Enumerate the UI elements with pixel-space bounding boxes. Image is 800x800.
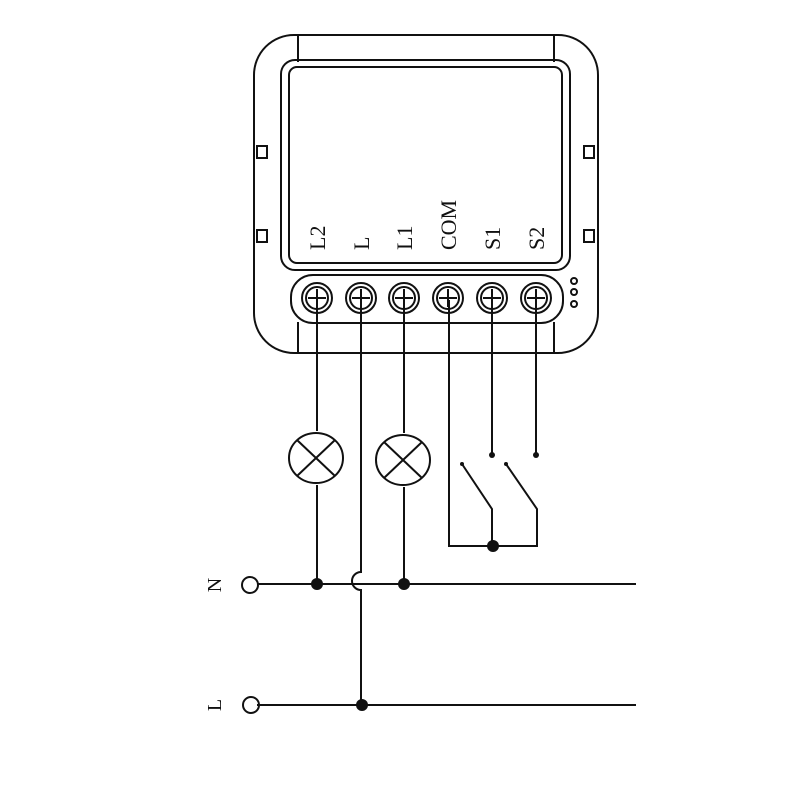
switch-module: [253, 34, 599, 354]
module-outer-housing: [253, 34, 599, 354]
lamp-2-icon: [375, 434, 431, 486]
terminal-label-s1: S1: [480, 227, 505, 250]
terminal-label-l2: L2: [305, 226, 330, 250]
terminal-label-l1: L1: [392, 226, 417, 250]
wires: [241, 300, 636, 714]
neutral-terminal: [241, 576, 259, 594]
terminal-label-l: L: [349, 237, 374, 250]
live-terminal: [242, 696, 260, 714]
terminal-label-com: COM: [436, 200, 461, 250]
terminal-block: [290, 274, 564, 324]
lamp-1-icon: [288, 432, 344, 484]
neutral-label: N: [204, 578, 226, 592]
terminal-screw-s1: [476, 282, 508, 314]
live-label: L: [204, 699, 226, 711]
com-junction: [487, 540, 499, 552]
terminal-label-s2: S2: [524, 227, 549, 250]
module-front-panel: [280, 59, 571, 271]
